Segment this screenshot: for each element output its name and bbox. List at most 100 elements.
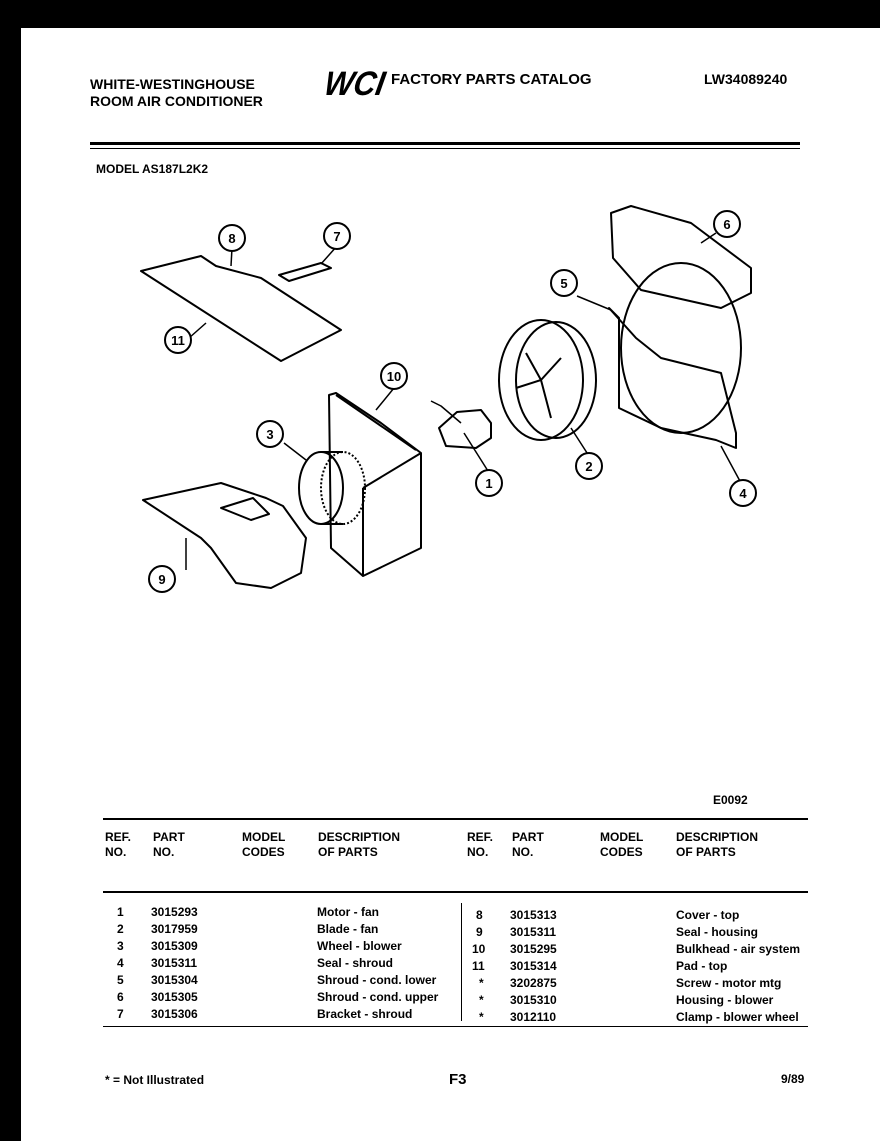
row-ref: 7 (117, 1007, 124, 1021)
table-bottom-rule (103, 1026, 808, 1027)
callout-9-label: 9 (158, 572, 165, 587)
row-desc: Shroud - cond. upper (317, 990, 439, 1004)
row-ref: 2 (117, 922, 124, 936)
row-ref: 5 (117, 973, 124, 987)
part-bulkhead (328, 392, 422, 577)
header-ref-left: REF.NO. (105, 830, 132, 859)
row-part: 3015309 (151, 939, 198, 953)
row-ref: 8 (476, 908, 483, 922)
callout-11: 11 (164, 326, 192, 354)
row-part: 3202875 (510, 976, 557, 990)
header-ref-right: REF.NO. (467, 830, 494, 859)
row-desc: Bracket - shroud (317, 1007, 413, 1021)
table-column-divider (461, 903, 462, 1021)
catalog-title: FACTORY PARTS CATALOG (391, 71, 592, 88)
table-header-rule (103, 891, 808, 893)
row-ref: 3 (117, 939, 124, 953)
row-desc: Pad - top (676, 959, 728, 973)
part-blower-housing (142, 482, 307, 589)
revision-date: 9/89 (781, 1072, 805, 1086)
callout-5-label: 5 (560, 276, 567, 291)
callout-3: 3 (256, 420, 284, 448)
part-pad-top (140, 255, 342, 362)
row-desc: Clamp - blower wheel (676, 1010, 799, 1024)
row-ref: 11 (472, 959, 485, 973)
page-number: F3 (449, 1071, 467, 1088)
row-ref: 9 (476, 925, 483, 939)
row-desc: Seal - shroud (317, 956, 394, 970)
row-part: 3015313 (510, 908, 557, 922)
row-desc: Cover - top (676, 908, 740, 922)
row-part: 3015295 (510, 942, 557, 956)
part-bracket-shroud (278, 262, 332, 282)
brand-line-2: ROOM AIR CONDITIONER (90, 93, 263, 109)
row-desc: Screw - motor mtg (676, 976, 782, 990)
callout-2-label: 2 (585, 459, 592, 474)
diagram-code: E0092 (713, 793, 748, 807)
callout-5: 5 (550, 269, 578, 297)
callout-1: 1 (475, 469, 503, 497)
row-part: 3015304 (151, 973, 198, 987)
wci-logo: WCI (326, 65, 389, 101)
row-part: 3015311 (510, 925, 557, 939)
callout-8-label: 8 (228, 231, 235, 246)
row-desc: Motor - fan (317, 905, 379, 919)
row-desc: Wheel - blower (317, 939, 402, 953)
callout-4-label: 4 (739, 486, 747, 501)
row-part: 3015305 (151, 990, 198, 1004)
callout-10: 10 (380, 362, 408, 390)
part-fan-blade (498, 319, 584, 441)
row-ref: 6 (117, 990, 124, 1004)
model-number: MODEL AS187L2K2 (96, 162, 209, 176)
row-part: 3015306 (151, 1007, 198, 1021)
row-part: 3017959 (151, 922, 198, 936)
row-part: 3012110 (510, 1010, 557, 1024)
footnote: * = Not Illustrated (105, 1073, 205, 1087)
callout-6: 6 (713, 210, 741, 238)
catalog-number: LW34089240 (704, 71, 788, 87)
row-desc: Housing - blower (676, 993, 774, 1007)
callout-10-label: 10 (387, 369, 401, 384)
callout-2: 2 (575, 452, 603, 480)
exploded-parts-diagram: 8 7 11 10 3 9 1 2 4 5 6 (140, 205, 757, 593)
part-motor-fan (438, 409, 492, 449)
callout-1-label: 1 (485, 476, 492, 491)
header-rule (90, 142, 800, 145)
brand-block: WHITE-WESTINGHOUSE ROOM AIR CONDITIONER (90, 76, 263, 110)
callout-7-label: 7 (333, 229, 340, 244)
row-desc: Blade - fan (317, 922, 379, 936)
row-ref: * (479, 976, 484, 990)
callout-9: 9 (148, 565, 176, 593)
callout-7: 7 (323, 222, 351, 250)
row-ref: * (479, 993, 484, 1007)
row-desc: Seal - housing (676, 925, 759, 939)
row-ref: 1 (117, 905, 124, 919)
callout-8: 8 (218, 224, 246, 252)
row-desc: Shroud - cond. lower (317, 973, 437, 987)
callout-11-label: 11 (171, 333, 185, 348)
row-ref: 10 (472, 942, 486, 956)
wci-logo-text: WCI (326, 65, 389, 101)
header-rule-thin (90, 148, 800, 149)
row-ref: 4 (117, 956, 124, 970)
part-shroud-lower (608, 307, 737, 449)
callout-6-label: 6 (723, 217, 730, 232)
row-part: 3015293 (151, 905, 198, 919)
callout-4: 4 (729, 479, 757, 507)
part-shroud-upper (610, 205, 752, 309)
row-part: 3015311 (151, 956, 198, 970)
table-top-rule (103, 818, 808, 820)
callout-3-label: 3 (266, 427, 273, 442)
row-part: 3015310 (510, 993, 557, 1007)
catalog-page: WHITE-WESTINGHOUSE ROOM AIR CONDITIONER … (21, 28, 880, 1141)
row-part: 3015314 (510, 959, 557, 973)
brand-line-1: WHITE-WESTINGHOUSE (90, 76, 255, 92)
row-ref: * (479, 1010, 484, 1024)
row-desc: Bulkhead - air system (676, 942, 801, 956)
